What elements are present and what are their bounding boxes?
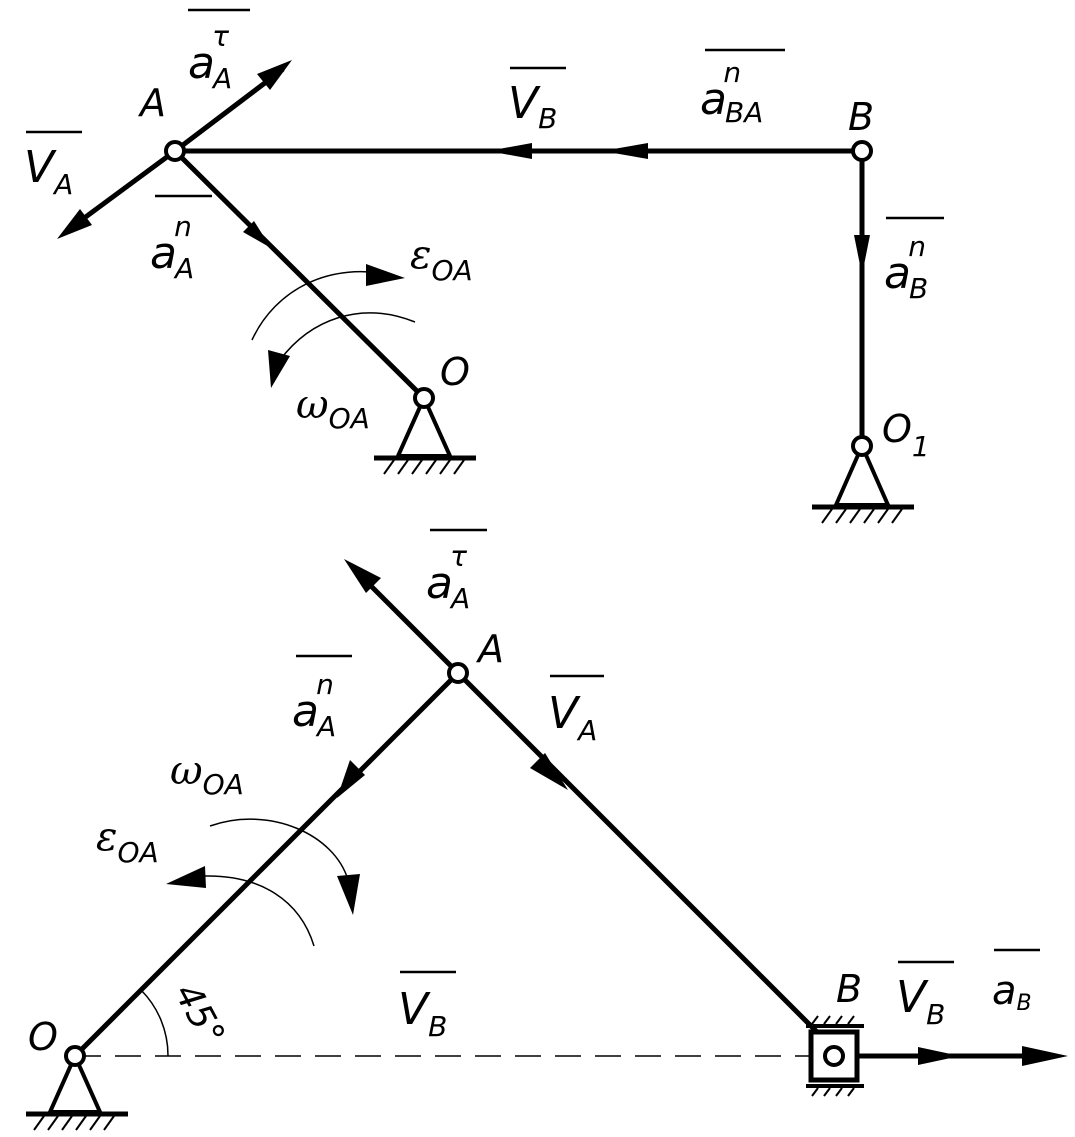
top-vb-label: VB: [508, 78, 557, 135]
bottom-epsilon-arc: [204, 875, 315, 947]
top-label-o1: O1: [882, 407, 930, 463]
top-mechanism: A B O O1 aAτ VA aAn εOA ωOA VB aBAn aBn: [24, 8, 944, 524]
bottom-label-a: A: [475, 627, 504, 671]
bottom-vb-mid-label: VB: [398, 984, 447, 1043]
top-support-o1: [812, 435, 914, 524]
bottom-va-arrowhead: [530, 753, 568, 790]
top-label-a: A: [137, 81, 166, 125]
top-an-label: aAn: [150, 210, 194, 285]
bottom-ab-arrowhead: [1022, 1046, 1068, 1066]
top-a-tau-arrow: [172, 67, 285, 154]
bottom-angle-arc: [140, 989, 169, 1057]
top-a-tau-label: aAτ: [188, 20, 232, 95]
bottom-omega-label: ωOA: [170, 748, 244, 801]
bottom-link-ab: [455, 670, 837, 1052]
bottom-angle-label: 45°: [166, 977, 232, 1053]
bottom-slider-b: [806, 1015, 864, 1097]
top-joint-b: [851, 140, 873, 162]
bottom-va-label: VA: [548, 688, 597, 747]
top-va-arrowhead: [57, 209, 92, 239]
bottom-label-o: O: [28, 1015, 58, 1059]
top-abA-arrowhead: [602, 143, 648, 159]
top-va-label: VA: [24, 142, 73, 201]
bottom-ab-label: aB: [992, 968, 1032, 1016]
bottom-joint-a: [447, 662, 469, 684]
top-label-b: B: [848, 95, 874, 139]
bottom-a-tau-arrow: [352, 567, 461, 676]
bottom-epsilon-label: εOA: [96, 814, 159, 869]
bottom-label-b: B: [836, 967, 862, 1011]
top-omega-arrowhead: [268, 350, 290, 388]
top-a-tau-arrowhead: [257, 60, 292, 90]
bottom-vb-arrowhead: [918, 1047, 960, 1065]
top-abn-arrowhead: [854, 235, 870, 275]
bottom-an-label: aAn: [292, 668, 336, 743]
bottom-omega-arrowhead: [337, 874, 360, 915]
bottom-an-arrowhead: [337, 760, 365, 798]
bottom-a-tau-label: aAτ: [426, 540, 470, 615]
top-label-o: O: [440, 350, 470, 394]
top-omega-arc: [279, 312, 416, 361]
bottom-mechanism: A B O 45° aAτ aAn VA ωOA εOA VB VB aB: [26, 528, 1068, 1131]
top-aba-label: aBAn: [700, 56, 763, 129]
bottom-omega-arc: [209, 818, 349, 881]
bottom-vb-right-label: VB: [896, 972, 945, 1031]
top-abn-label: aBn: [884, 230, 928, 305]
bottom-epsilon-arrowhead: [166, 866, 206, 888]
top-epsilon-label: εOA: [410, 232, 473, 287]
top-an-arrowhead: [243, 221, 271, 248]
top-support-o: [374, 387, 476, 475]
bottom-support-o: [26, 1045, 128, 1131]
top-omega-label: ωOA: [296, 382, 370, 435]
top-joint-a: [164, 140, 186, 162]
top-link-oa: [172, 148, 427, 401]
top-vb-arrowhead: [488, 143, 532, 159]
bottom-a-tau-arrowhead: [344, 559, 381, 593]
bottom-link-oa: [72, 670, 461, 1059]
top-epsilon-arrowhead: [366, 264, 405, 286]
